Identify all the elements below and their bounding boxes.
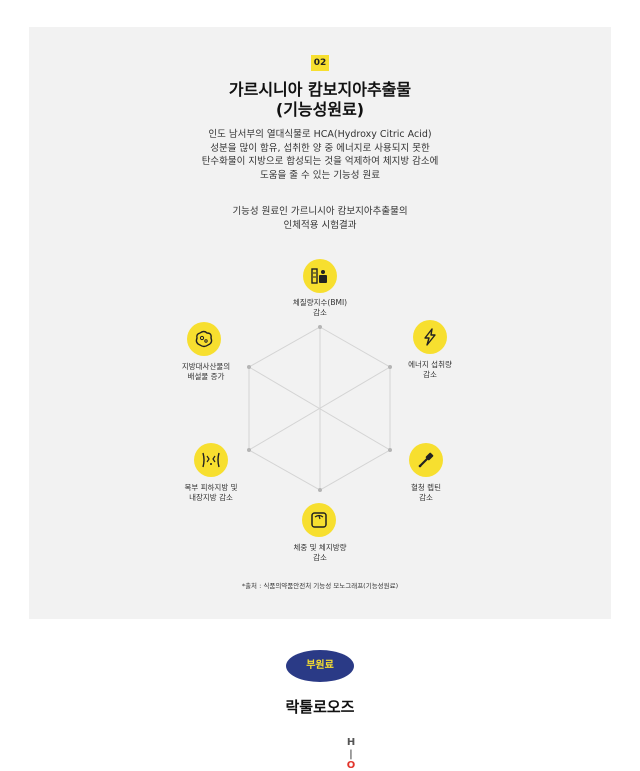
formula-bond: | <box>349 749 353 760</box>
vertex-dot <box>247 365 251 369</box>
effect-label-leptin: 혈청 렙틴 감소 <box>411 483 441 502</box>
sub-ingredient-title: 락툴로오즈 <box>285 698 355 716</box>
section-description: 인도 남서부의 열대식물로 HCA(Hydroxy Citric Acid) 성… <box>0 128 640 182</box>
vertex-dot <box>388 448 392 452</box>
section-number-badge: 02 <box>311 55 329 71</box>
section-title-line2: (기능성원료) <box>275 100 365 119</box>
effect-label-bmi: 체질량지수(BMI) 감소 <box>292 298 348 317</box>
vertex-dot <box>247 448 251 452</box>
effect-label-abdomen: 복부 피하지방 및 내장지방 감소 <box>184 483 238 502</box>
vertex-dot <box>318 325 322 329</box>
dropper-icon <box>409 443 443 477</box>
test-caption-line: 기능성 원료인 가르니시아 캄보지아추출물의 <box>232 206 408 217</box>
abdomen-icon <box>194 443 228 477</box>
description-line: 인도 남서부의 열대식물로 HCA(Hydroxy Citric Acid) <box>208 129 432 140</box>
source-note: *출처 : 식품의약품안전처 기능성 모노그래프(기능성원료) <box>241 582 399 590</box>
lightning-icon <box>413 320 447 354</box>
effect-label-energy: 에너지 섭취량 감소 <box>408 360 452 379</box>
section-title-line1: 가르시니아 캄보지아추출물 <box>228 80 412 99</box>
description-line: 도움을 줄 수 있는 기능성 원료 <box>260 169 380 181</box>
hexagon-diagonal <box>248 366 391 451</box>
formula-oxygen: O <box>346 760 356 771</box>
sub-ingredient-badge: 부원료 <box>286 650 354 682</box>
description-line: 성분을 많이 함유, 섭취한 양 중 에너지로 사용되지 못한 <box>210 142 430 154</box>
weight-scale-icon <box>302 503 336 537</box>
description-line: 탄수화물이 지방으로 합성되는 것을 억제하여 체지방 감소에 <box>201 156 439 167</box>
bmi-scale-icon <box>303 259 337 293</box>
vertex-dot <box>388 365 392 369</box>
vertex-dot <box>318 488 322 492</box>
effect-label-weight: 체중 및 체지방량 감소 <box>293 543 347 562</box>
test-caption: 기능성 원료인 가르니시아 캄보지아추출물의 인체적용 시험결과 <box>0 205 640 232</box>
effect-label-fat-metabolite: 지방대사산물의 배설물 증가 <box>181 362 231 381</box>
test-caption-line: 인체적용 시험결과 <box>283 219 357 231</box>
fat-cell-icon <box>187 322 221 356</box>
formula-hydrogen: H <box>346 737 356 748</box>
